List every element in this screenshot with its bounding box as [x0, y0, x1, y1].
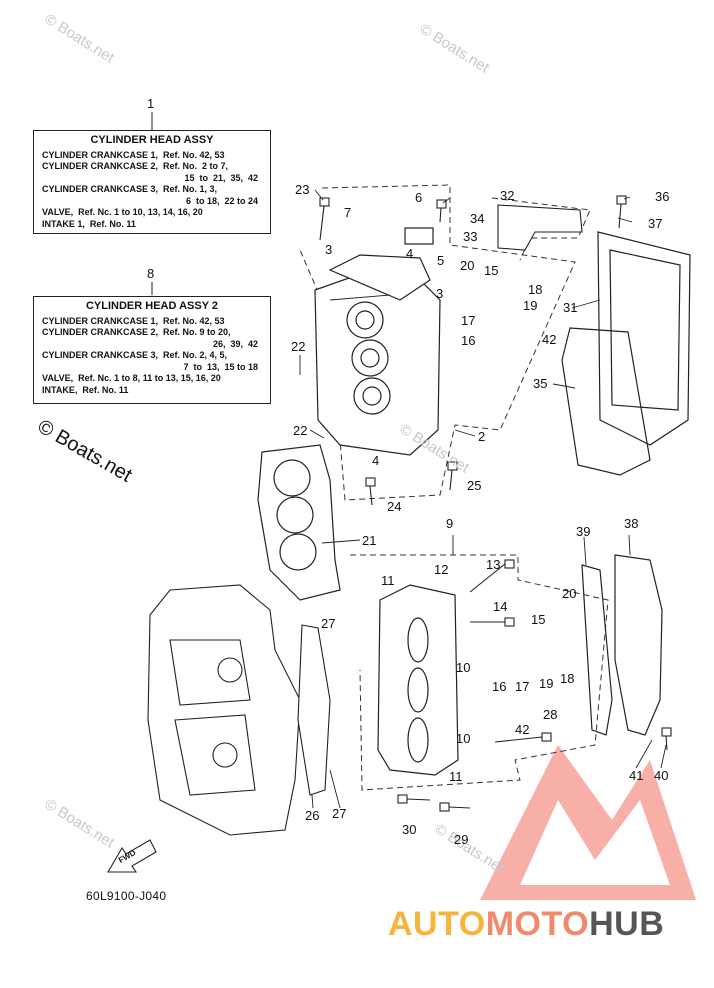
callout-8: 8 — [147, 266, 155, 281]
callout: 4 — [372, 453, 380, 468]
callout: 13 — [486, 557, 501, 572]
callout: 35 — [533, 376, 548, 391]
callout: 10 — [456, 660, 471, 675]
callout: 31 — [563, 300, 578, 315]
cylinder-head-1 — [314, 227, 441, 456]
callout: 10 — [456, 731, 471, 746]
callout: 26 — [305, 808, 320, 823]
assy-box-2: CYLINDER HEAD ASSY 2 CYLINDER CRANKCASE … — [33, 296, 271, 404]
callout: 41 — [629, 768, 644, 783]
callout: 11 — [381, 573, 395, 588]
callout: 38 — [624, 516, 639, 531]
callout: 9 — [446, 516, 454, 531]
callout: 39 — [576, 524, 591, 539]
callout: 3 — [436, 286, 444, 301]
diagram-code: 60L9100-J040 — [86, 889, 167, 903]
callout: 19 — [523, 298, 538, 313]
fwd-arrow-icon — [107, 839, 157, 873]
callout: 21 — [362, 533, 377, 548]
callout: 22 — [291, 339, 306, 354]
callout: 37 — [648, 216, 663, 231]
brand-auto: AUTO — [388, 905, 486, 943]
cylinder-head-cover-2 — [581, 554, 663, 736]
callout: 30 — [402, 822, 417, 837]
callout: 19 — [539, 676, 554, 691]
callout: 42 — [515, 722, 530, 737]
brand-moto: MOTO — [485, 905, 590, 943]
callout: 24 — [387, 499, 402, 514]
callout: 15 — [484, 263, 499, 278]
callout: 5 — [437, 253, 445, 268]
automotohub-wordmark: AUTOMOTOHUB — [388, 905, 664, 944]
callout: 32 — [500, 188, 515, 203]
assy-box-title: CYLINDER HEAD ASSY 2 — [85, 300, 219, 312]
callout: 28 — [543, 707, 558, 722]
plate-32 — [497, 204, 583, 251]
callout: 14 — [493, 599, 508, 614]
cylinder-head-2 — [377, 584, 459, 776]
callout: 3 — [325, 242, 333, 257]
callout: 23 — [295, 182, 310, 197]
callout: 27 — [321, 616, 336, 631]
callout: 17 — [461, 313, 476, 328]
callout: 18 — [528, 282, 543, 297]
callout: 36 — [655, 189, 670, 204]
callout: 2 — [478, 429, 486, 444]
callout: 17 — [515, 679, 530, 694]
automotohub-logo-mark — [480, 745, 696, 900]
brand-hub: HUB — [589, 905, 665, 943]
callout: 40 — [654, 768, 669, 783]
callout: 12 — [434, 562, 449, 577]
callout: 16 — [461, 333, 476, 348]
callout: 25 — [467, 478, 482, 493]
engine-block — [147, 584, 301, 836]
callout: 27 — [332, 806, 347, 821]
callout: 16 — [492, 679, 507, 694]
callout: 33 — [463, 229, 478, 244]
callout-1: 1 — [147, 96, 155, 111]
callout: 42 — [542, 332, 557, 347]
callout: 11 — [449, 769, 463, 784]
callout: 4 — [406, 246, 414, 261]
callout: 20 — [460, 258, 475, 273]
assy-box-1: CYLINDER HEAD ASSY CYLINDER CRANKCASE 1,… — [33, 130, 271, 234]
callout: 15 — [531, 612, 546, 627]
callout: 22 — [293, 423, 308, 438]
callout: 29 — [454, 832, 469, 847]
callout: 6 — [415, 190, 423, 205]
head-gasket — [257, 444, 341, 601]
callout: 34 — [470, 211, 485, 226]
callout: 18 — [560, 671, 575, 686]
callout: 20 — [562, 586, 577, 601]
assy-box-title: CYLINDER HEAD ASSY — [90, 134, 214, 146]
cylinder-head-cover-1 — [561, 231, 691, 476]
gasket-26 — [297, 624, 331, 796]
head-assy-2-outline — [350, 554, 609, 791]
callout: 7 — [344, 205, 352, 220]
